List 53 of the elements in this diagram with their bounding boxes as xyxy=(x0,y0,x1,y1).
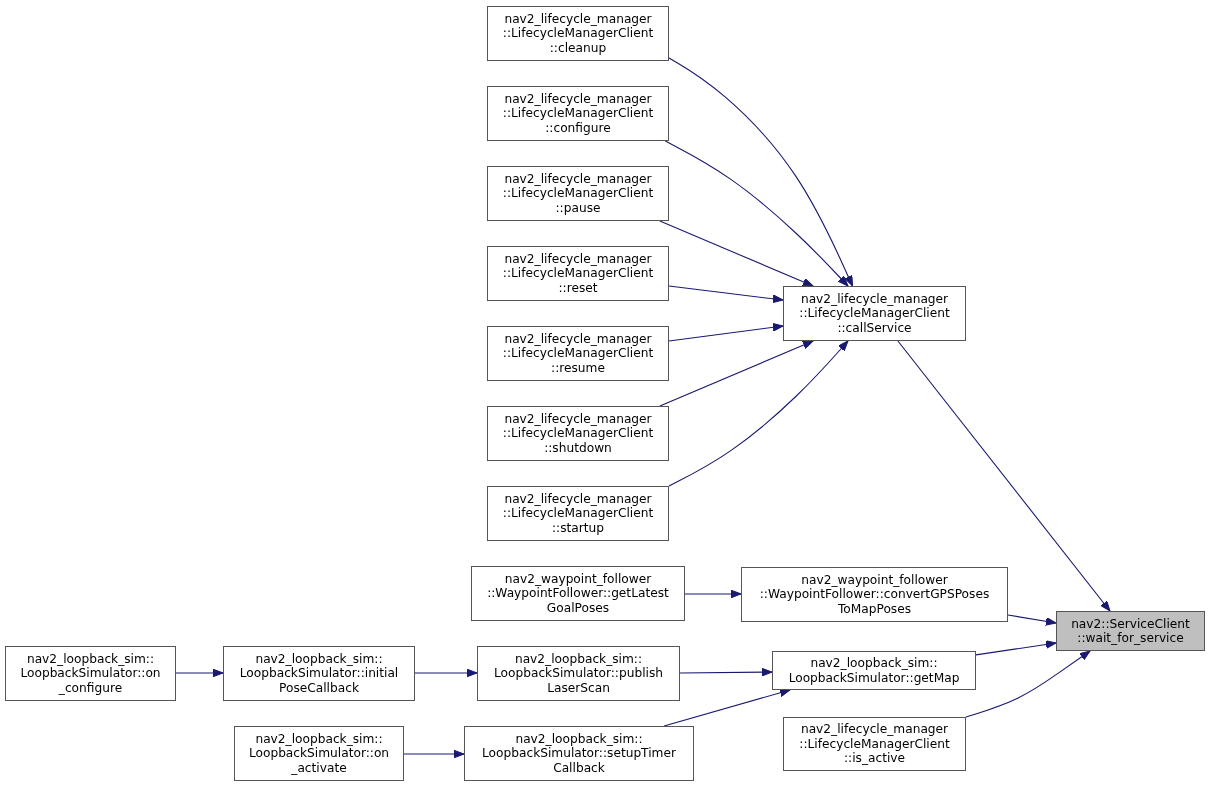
function-name: nav2_lifecycle_manager ::LifecycleManagerClient ::pause xyxy=(501,171,655,216)
function-box xyxy=(5,646,176,701)
function-name: nav2_lifecycle_manager ::LifecycleManagerClient ::startup xyxy=(501,491,655,536)
function-box xyxy=(234,726,404,781)
call-arrow xyxy=(664,140,849,287)
function-box xyxy=(471,566,685,621)
function-box xyxy=(487,246,669,301)
function-box xyxy=(741,567,1008,622)
function-box xyxy=(477,646,680,701)
function-name: nav2_loopback_sim:: LoopbackSimulator::getMap xyxy=(787,656,961,685)
call-arrow xyxy=(659,220,814,287)
function-box xyxy=(487,406,669,461)
function-name: nav2_loopback_sim:: LoopbackSimulator::setupTimer Callback xyxy=(481,731,677,776)
function-box xyxy=(1056,611,1205,651)
function-box xyxy=(487,326,669,381)
call-arrow xyxy=(403,749,465,759)
function-box xyxy=(487,6,669,61)
call-arrow xyxy=(663,688,791,727)
call-arrow xyxy=(175,668,224,678)
call-arrow xyxy=(414,668,478,678)
function-name: nav2_waypoint_follower ::WaypointFollower::convertGPSPoses ToMapPoses xyxy=(758,572,991,617)
function-box xyxy=(487,166,669,221)
call-arrow xyxy=(1007,614,1057,626)
call-arrow xyxy=(668,323,784,342)
function-name: nav2_lifecycle_manager ::LifecycleManagerClient ::callService xyxy=(798,291,951,336)
call-arrow xyxy=(965,650,1091,718)
call-arrow xyxy=(668,340,849,487)
function-box xyxy=(487,86,669,141)
function-name: nav2_loopback_sim:: LoopbackSimulator::on _activate xyxy=(247,731,391,776)
function-box xyxy=(223,646,415,701)
call-arrow xyxy=(684,589,742,599)
call-arrow xyxy=(659,340,814,407)
function-name: nav2_lifecycle_manager ::LifecycleManagerClient ::cleanup xyxy=(501,11,655,56)
call-arrow xyxy=(668,285,784,304)
call-arrow xyxy=(679,667,773,677)
function-name: nav2_loopback_sim:: LoopbackSimulator::on _configure xyxy=(19,651,162,696)
function-name: nav2_lifecycle_manager ::LifecycleManagerClient ::configure xyxy=(501,91,655,136)
function-name: nav2_lifecycle_manager ::LifecycleManagerClient ::shutdown xyxy=(501,411,655,456)
function-name: nav2_loopback_sim:: LoopbackSimulator::publish LaserScan xyxy=(492,651,665,696)
call-arrow xyxy=(668,57,854,287)
function-name: nav2_lifecycle_manager ::LifecycleManagerClient ::is_active xyxy=(798,722,951,766)
function-box xyxy=(487,486,669,541)
function-box xyxy=(783,286,966,341)
call-arrow xyxy=(975,640,1057,656)
function-box xyxy=(772,651,976,690)
function-name: nav2::ServiceClient ::wait_for_service xyxy=(1070,616,1191,646)
function-name: nav2_loopback_sim:: LoopbackSimulator::initial PoseCallback xyxy=(238,651,400,696)
function-name: nav2_lifecycle_manager ::LifecycleManagerClient ::reset xyxy=(501,251,655,296)
function-box xyxy=(464,726,694,781)
function-box xyxy=(783,717,966,771)
call-arrow xyxy=(897,340,1111,612)
function-name: nav2_waypoint_follower ::WaypointFollower::getLatest GoalPoses xyxy=(486,571,670,616)
function-name: nav2_lifecycle_manager ::LifecycleManagerClient ::resume xyxy=(501,331,655,376)
